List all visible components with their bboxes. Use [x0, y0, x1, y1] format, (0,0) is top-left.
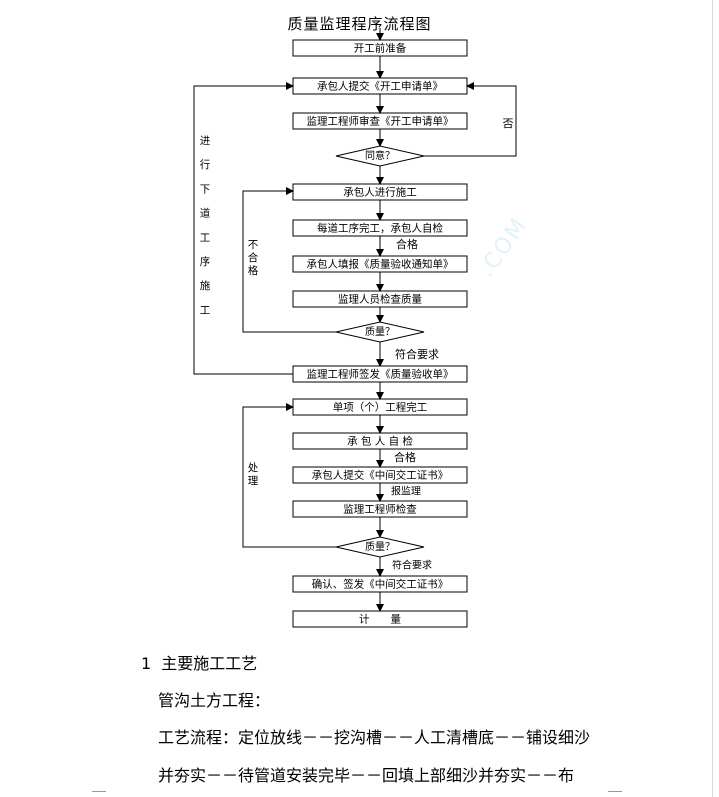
- loop-next-process: [193, 82, 294, 375]
- box-submit-interim-cert-label: 承包人提交《中间交工证书》: [312, 469, 449, 482]
- flowchart-title: 质量监理程序流程图: [287, 15, 432, 33]
- label-pass-2: 合格: [394, 450, 416, 464]
- label-meets-requirement-1: 符合要求: [395, 347, 439, 361]
- box-submit-application-label: 承包人提交《开工申请单》: [317, 80, 443, 93]
- box-confirm-interim-cert-label: 确认、签发《中间交工证书》: [312, 578, 449, 591]
- loop-no: [424, 82, 517, 157]
- label-next-process-char: 序: [200, 255, 211, 268]
- label-report-supervisor: 报监理: [391, 485, 421, 498]
- label-handle-char: 处: [248, 462, 259, 474]
- box-start-prep-label: 开工前准备: [354, 42, 407, 55]
- box-fill-acceptance-notice-label: 承包人填报《质量验收通知单》: [307, 258, 454, 271]
- decision-agree-label: 同意？: [365, 149, 395, 162]
- box-review-application-label: 监理工程师审查《开工申请单》: [307, 115, 454, 128]
- box-issue-acceptance-label: 监理工程师签发《质量验收单》: [307, 368, 454, 381]
- box-self-inspect-label: 承 包 人 自 检: [347, 435, 413, 448]
- section-number: 1: [141, 654, 152, 673]
- label-next-process-char: 工: [200, 304, 211, 316]
- label-handle-char: 理: [248, 475, 259, 487]
- box-engineer-inspect-label: 监理工程师检查: [343, 503, 417, 516]
- box-unit-complete-label: 单项（个）工程完工: [333, 401, 428, 414]
- box-supervisor-inspect-label: 监理人员检查质量: [338, 293, 422, 306]
- decision-quality-1: [335, 321, 425, 343]
- section-subheading: 管沟土方工程：: [158, 691, 271, 710]
- label-next-process-char: 进: [200, 135, 211, 147]
- label-no: 否: [503, 117, 514, 130]
- loop-not-qualified: [242, 187, 336, 333]
- label-not-qualified-char: 不: [248, 239, 259, 251]
- page-corner-mark-left: [92, 791, 106, 795]
- process-line-1: 工艺流程：定位放线－－挖沟槽－－人工清槽底－－铺设细沙: [158, 728, 591, 747]
- label-not-qualified-char: 合: [248, 251, 259, 264]
- label-next-process-char: 行: [200, 158, 211, 171]
- decision-quality-1-label: 质量？: [365, 326, 395, 338]
- loop-handle: [242, 403, 336, 548]
- decision-quality-2-label: 质量？: [365, 541, 395, 553]
- flowchart: 开工前准备承包人提交《开工申请单》监理工程师审查《开工申请单》承包人进行施工每道…: [193, 28, 517, 628]
- decision-quality-2: [335, 536, 425, 558]
- process-line-2: 并夯实－－待管道安装完毕－－回填上部细沙并夯实－－布: [158, 766, 575, 785]
- label-pass-1: 合格: [396, 237, 418, 251]
- page-edge: [712, 0, 713, 797]
- label-not-qualified-char: 格: [248, 264, 259, 277]
- section-heading-text: 主要施工工艺: [161, 654, 258, 673]
- box-process-self-check-label: 每道工序完工，承包人自检: [317, 222, 443, 235]
- label-meets-requirement-2: 符合要求: [392, 559, 432, 572]
- section-heading: 1 主要施工工艺: [141, 650, 257, 674]
- page-corner-mark-right: [608, 791, 622, 795]
- label-next-process-char: 下: [200, 183, 211, 195]
- label-next-process-char: 道: [200, 207, 211, 220]
- label-next-process-char: 工: [200, 232, 211, 244]
- box-metering-label: 计 量: [359, 613, 401, 626]
- label-next-process-char: 施: [200, 279, 211, 292]
- box-contractor-construct-label: 承包人进行施工: [343, 186, 417, 199]
